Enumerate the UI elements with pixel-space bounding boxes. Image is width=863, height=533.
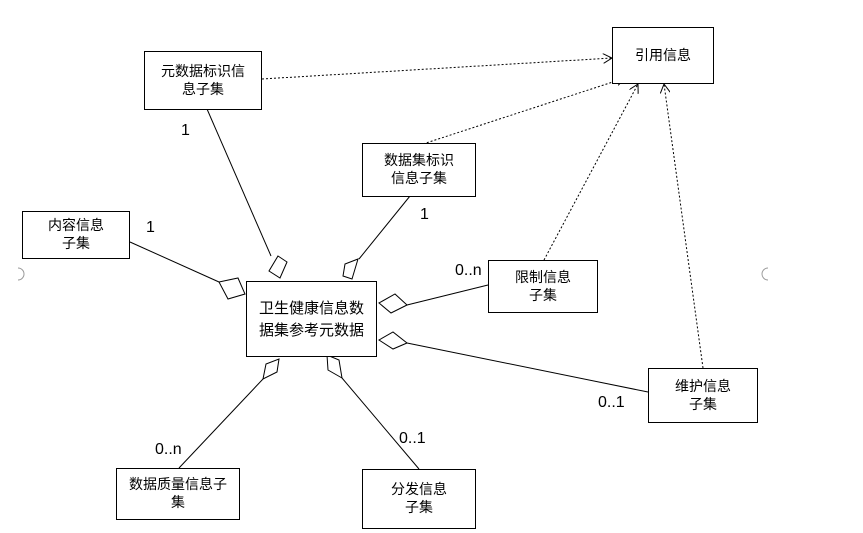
page-mark-left xyxy=(17,267,25,281)
aggregation-metadata-id xyxy=(206,108,272,257)
multiplicity-restriction: 0..n xyxy=(455,262,482,279)
diamond-dataset-id xyxy=(342,258,359,280)
box-maintenance: 维护信息子集 xyxy=(648,368,758,423)
box-quality-label: 数据质量信息子集 xyxy=(129,477,227,511)
aggregation-restriction xyxy=(406,284,489,306)
box-content: 内容信息子集 xyxy=(22,211,130,259)
aggregation-content xyxy=(129,241,220,283)
diamond-content xyxy=(218,277,246,300)
dependency-restriction xyxy=(543,84,638,261)
box-center-label: 卫生健康信息数据集参考元数据 xyxy=(258,299,364,339)
diamond-metadata-id xyxy=(268,255,288,279)
box-quality: 数据质量信息子集 xyxy=(116,468,240,520)
box-restriction: 限制信息子集 xyxy=(488,260,598,313)
multiplicity-quality: 0..n xyxy=(155,441,182,458)
box-dataset-id-label: 数据集标识信息子集 xyxy=(384,153,454,187)
aggregation-quality xyxy=(178,378,264,469)
multiplicity-distribution: 0..1 xyxy=(399,430,426,447)
box-maintenance-label: 维护信息子集 xyxy=(675,378,731,413)
multiplicity-dataset-id: 1 xyxy=(420,206,429,223)
dependency-metadata-id xyxy=(261,58,612,80)
box-dataset-id: 数据集标识信息子集 xyxy=(362,143,476,197)
box-metadata-id: 元数据标识信息子集 xyxy=(144,51,262,110)
dependency-maintenance xyxy=(664,84,704,369)
aggregation-maintenance xyxy=(406,342,649,393)
diamond-distribution xyxy=(326,354,343,379)
multiplicity-content: 1 xyxy=(146,219,155,236)
multiplicity-maintenance: 0..1 xyxy=(598,394,625,411)
diamond-quality xyxy=(262,358,280,380)
box-restriction-label: 限制信息子集 xyxy=(515,269,571,304)
aggregation-distribution xyxy=(341,377,420,470)
box-content-label: 内容信息子集 xyxy=(48,218,104,252)
dependency-dataset-id xyxy=(422,78,625,145)
box-reference-label: 引用信息 xyxy=(635,47,691,64)
multiplicity-metadata-id: 1 xyxy=(181,122,190,139)
box-center: 卫生健康信息数据集参考元数据 xyxy=(246,281,377,357)
diamond-restriction xyxy=(378,293,408,314)
page-mark-right xyxy=(761,267,769,281)
box-distribution: 分发信息子集 xyxy=(362,469,476,529)
box-reference: 引用信息 xyxy=(612,27,714,84)
diamond-maintenance xyxy=(378,331,408,350)
box-distribution-label: 分发信息子集 xyxy=(391,482,447,516)
box-metadata-id-label: 元数据标识信息子集 xyxy=(161,63,245,98)
aggregation-dataset-id xyxy=(358,195,411,260)
